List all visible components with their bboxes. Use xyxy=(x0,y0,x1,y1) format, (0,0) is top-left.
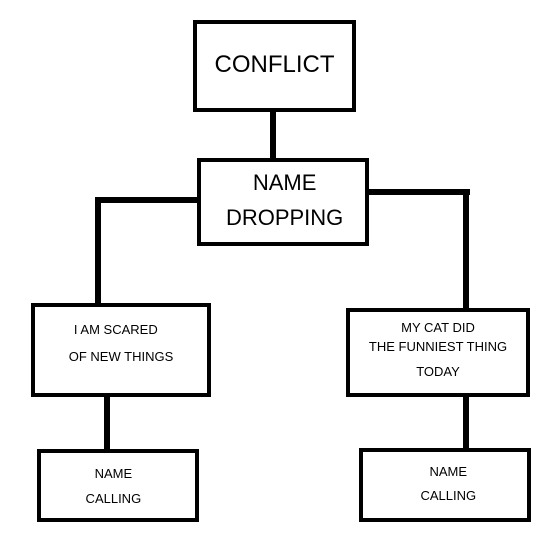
node-cat: MY CAT DID THE FUNNIEST THING TODAY xyxy=(346,308,530,397)
node-name-calling-left: NAME CALLING xyxy=(37,449,199,522)
node-conflict: CONFLICT xyxy=(193,20,356,112)
node-name-dropping-line-1: NAME xyxy=(252,170,317,195)
node-name-calling-right-line-2: CALLING xyxy=(420,488,477,503)
node-name-dropping: NAME DROPPING xyxy=(197,158,369,246)
node-name-calling-right-line-1: NAME xyxy=(429,464,468,479)
node-scared-line-2: OF NEW THINGS xyxy=(68,349,174,364)
edge-conflict-to-name-dropping xyxy=(270,110,276,164)
node-name-calling-right: NAME CALLING xyxy=(359,448,531,522)
node-name-calling-left-line-1: NAME xyxy=(94,466,133,481)
edge-name-dropping-to-scared-vertical xyxy=(95,197,101,307)
edge-name-dropping-to-cat-vertical xyxy=(463,189,469,311)
node-conflict-label: CONFLICT xyxy=(214,51,335,78)
node-scared: I AM SCARED OF NEW THINGS xyxy=(31,303,211,397)
edge-scared-to-name-calling-left xyxy=(104,395,110,451)
edge-cat-to-name-calling-right xyxy=(463,394,469,450)
edge-name-dropping-to-scared-horizontal xyxy=(95,197,203,203)
edge-name-dropping-to-cat-horizontal xyxy=(366,189,470,195)
node-cat-line-3: TODAY xyxy=(416,364,460,379)
node-scared-line-1: I AM SCARED xyxy=(73,322,158,337)
node-cat-line-2: THE FUNNIEST THING xyxy=(368,339,508,354)
node-name-calling-left-line-2: CALLING xyxy=(85,491,142,506)
node-cat-line-1: MY CAT DID xyxy=(401,320,475,335)
node-name-dropping-line-2: DROPPING xyxy=(225,205,344,230)
